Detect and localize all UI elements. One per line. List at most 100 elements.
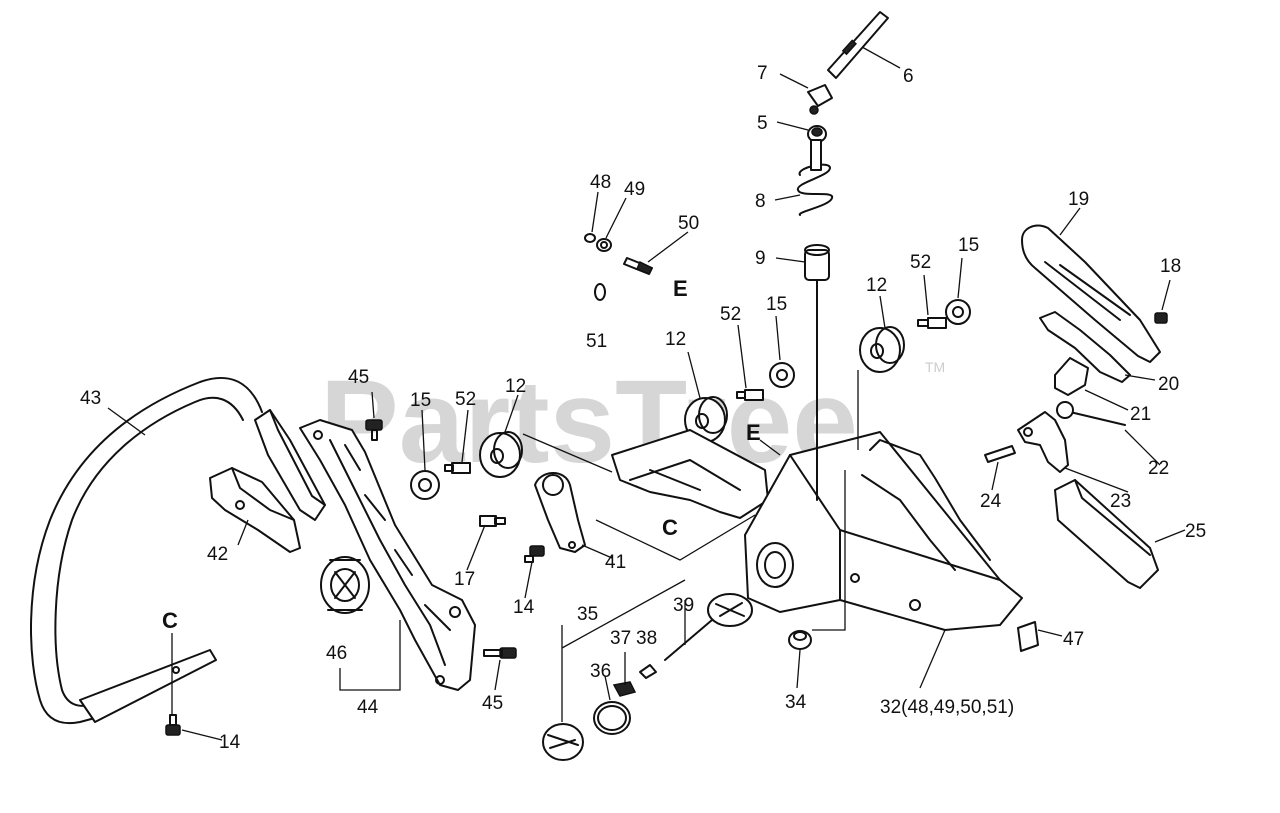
label-part-45-top: 45 [348,367,369,388]
part-24-pin-drawing [984,445,1016,463]
part-35-cap-drawing [542,723,584,761]
part-51-drawing [594,283,606,301]
label-part-15-right: 15 [958,235,979,256]
label-part-32: 32(48,49,50,51) [880,697,1014,718]
label-part-7: 7 [757,63,768,84]
label-part-12-left: 12 [505,376,526,397]
part-12-mount-drawing-right [859,326,905,373]
label-part-25: 25 [1185,521,1206,542]
handle-top-grip-drawing [254,409,326,521]
center-plate-drawing [611,429,769,519]
part-17-pin-drawing [479,515,506,527]
part-32-tank-drawing [744,431,1023,631]
part-14-screw-drawing-bottom [165,714,181,736]
label-part-39: 39 [673,595,694,616]
part-20-plate-drawing [1039,311,1131,383]
ref-e-upper: E [673,276,688,301]
part-15-washer-drawing-center [769,362,795,388]
label-part-35: 35 [577,604,598,625]
label-part-8: 8 [755,191,766,212]
part-18-screw-drawing [1154,312,1168,324]
label-part-45-bottom: 45 [482,693,503,714]
label-part-49: 49 [624,179,645,200]
label-part-52-center: 52 [720,304,741,325]
part-6-rod-drawing [827,11,889,79]
part-12-mount-drawing-center [684,396,728,443]
label-part-17: 17 [454,569,475,590]
part-45-bolt-drawing-top [365,419,383,441]
part-22-spring-drawing [1056,401,1126,426]
part-39-pickup-drawing [664,593,753,661]
part-15-washer-drawing-right [945,299,971,325]
label-part-46: 46 [326,643,347,664]
watermark: PartsTree TM [320,356,945,488]
part-15-washer-drawing-left [410,470,440,500]
part-46-drum-drawing [320,556,370,614]
part-36-oring-drawing [593,701,631,735]
part-43-front-handle-drawing [30,377,263,725]
label-part-41: 41 [605,552,626,573]
label-part-6: 6 [903,66,914,87]
watermark-trademark: TM [925,359,945,375]
label-part-23: 23 [1110,491,1131,512]
part-number-labels: 7 6 5 8 9 48 49 50 51 12 52 15 12 52 15 … [80,63,1206,753]
label-part-5: 5 [757,113,768,134]
ref-c-left: C [162,608,178,633]
part-9-filter-drawing [804,244,830,501]
part-52-bolt-drawing-right [917,317,947,329]
label-part-22: 22 [1148,458,1169,479]
label-part-36: 36 [590,661,611,682]
leader-lines [107,46,1186,741]
part-49-drawing [596,238,612,252]
label-part-51: 51 [586,331,607,352]
label-part-12-right: 12 [866,275,887,296]
part-34-plug-drawing [788,630,812,650]
label-part-19: 19 [1068,189,1089,210]
part-8-spring-drawing [797,139,833,216]
label-part-37: 37 [610,628,631,649]
watermark-text: PartsTree [320,356,858,488]
label-part-21: 21 [1130,404,1151,425]
label-part-42: 42 [207,544,228,565]
label-part-44: 44 [357,697,379,718]
label-part-20: 20 [1158,374,1179,395]
part-5-nut-drawing [807,125,827,143]
part-41-bracket-drawing [534,472,586,553]
part-7-clip-drawing [807,84,833,115]
part-44-side-plate-drawing [299,419,476,691]
reference-letters: E E C C [162,276,761,633]
part-50-drawing [623,257,654,275]
part-21-lever-drawing [1054,357,1089,396]
part-52-bolt-drawing-left [444,462,471,474]
label-part-24: 24 [980,491,1002,512]
ref-e-lower: E [746,420,761,445]
part-19-cover-drawing [1021,224,1161,363]
part-14-screw-drawing-mid [524,545,545,563]
label-part-52-left: 52 [455,389,476,410]
label-part-43: 43 [80,388,101,409]
ref-c-center: C [662,515,678,540]
label-part-15-center: 15 [766,294,787,315]
part-23-arm-drawing [1017,411,1069,473]
part-12-mount-drawing-left [479,431,523,478]
label-part-48: 48 [590,172,611,193]
label-part-50: 50 [678,213,699,234]
part-52-bolt-drawing-center [736,389,764,401]
label-part-47: 47 [1063,629,1084,650]
label-part-9: 9 [755,248,766,269]
label-part-14-bottom: 14 [219,732,241,753]
label-part-38: 38 [636,628,657,649]
label-part-15-left: 15 [410,390,431,411]
part-48-drawing [584,233,596,243]
part-47-decal-drawing [1017,621,1039,652]
label-part-12-center: 12 [665,329,686,350]
label-part-34: 34 [785,692,807,713]
label-part-52-right: 52 [910,252,931,273]
part-37-38-drawing [612,664,657,697]
part-25-pad-drawing [1054,479,1159,589]
part-45-bolt-drawing-bottom [483,647,517,659]
part-42-grip-drawing [209,467,301,553]
label-part-14-mid: 14 [513,597,535,618]
label-part-18: 18 [1160,256,1181,277]
